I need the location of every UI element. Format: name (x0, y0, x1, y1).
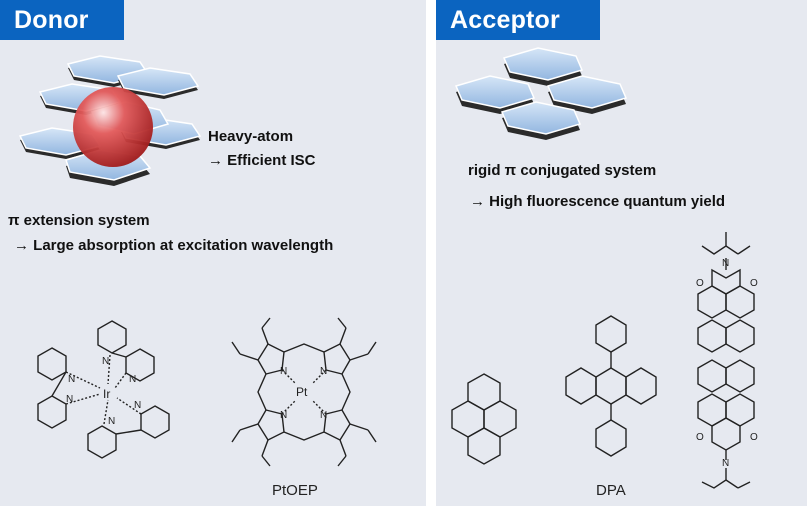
heavy-atom-label: Heavy-atom (208, 128, 294, 145)
acceptor-hexagon-sheet (454, 47, 628, 140)
ir-n-label-1: N (102, 356, 109, 367)
pt-atom-label: Pt (296, 385, 308, 399)
ir-n-label-5: N (134, 400, 141, 411)
ir-n-label-4: N (66, 394, 73, 405)
pyrene-structure (451, 373, 517, 465)
donor-pi-system-illustration (18, 55, 202, 186)
pt-n-label-4: N (320, 410, 327, 421)
acceptor-pi-system-illustration (454, 47, 628, 140)
panel-divider (426, 0, 436, 506)
dpa-caption: DPA (596, 482, 626, 499)
pt-n-label-2: N (320, 366, 327, 377)
pt-n-label-3: N (280, 410, 287, 421)
perylene-diimide-structure: N O O O O N (696, 232, 758, 489)
donor-title: Donor (0, 0, 124, 40)
fluorescence-label: → High fluorescence quantum yield (470, 193, 726, 210)
acceptor-title: Acceptor (436, 0, 600, 40)
pdi-o-label-4: O (750, 432, 758, 443)
pdi-o-label-1: O (696, 278, 704, 289)
rigid-pi-label: rigid π conjugated system (468, 162, 657, 179)
pdi-o-label-2: O (750, 278, 758, 289)
pdi-o-label-3: O (696, 432, 704, 443)
ir-n-label-6: N (108, 416, 115, 427)
dpa-structure (565, 315, 657, 457)
heavy-atom-sphere (73, 87, 153, 167)
ir-n-label-3: N (68, 374, 75, 385)
ir-n-label-2: N (129, 374, 136, 385)
ir-complex-structure: Ir N N N N N N (37, 320, 170, 459)
pdi-n-label-bottom: N (722, 458, 729, 469)
pt-n-label-1: N (280, 366, 287, 377)
pdi-n-label-top: N (722, 258, 729, 269)
ptoep-structure: Pt N N N N (231, 317, 377, 467)
ptoep-caption: PtOEP (272, 482, 318, 499)
efficient-isc-label: → Efficient ISC (208, 152, 316, 169)
ir-atom-label: Ir (103, 387, 110, 401)
absorption-label: → Large absorption at excitation wavelen… (14, 237, 334, 254)
pi-extension-label: π extension system (8, 212, 150, 229)
